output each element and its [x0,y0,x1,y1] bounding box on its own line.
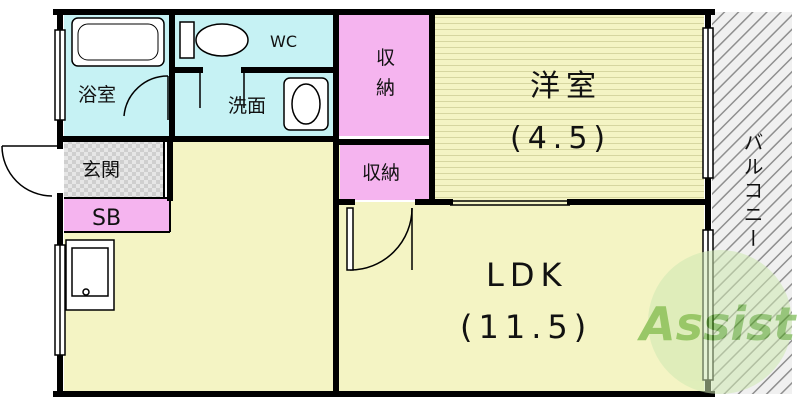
shoe-box [64,198,170,232]
shoe-box-label: SB [92,206,121,231]
entrance-label: 玄関 [82,159,120,181]
storage-top [336,12,432,136]
balcony-label: バルコニー [740,132,764,252]
bath-label: 浴室 [78,84,116,106]
bathtub-icon [71,17,165,67]
ldk-room [340,202,704,394]
assist-logo: Assist [637,250,798,394]
bedroom-name-label: 洋室 [530,69,602,104]
storage-mid [336,142,432,200]
storage-top-label-2: 納 [376,77,395,99]
ldk-size-label: (11.5) [460,308,592,346]
hall-area [170,142,340,232]
kitchen-sink-icon [65,239,115,311]
bedroom-size-label: (4.5) [510,121,611,156]
wc-label: WC [270,32,297,51]
washbasin-icon [283,77,329,131]
washroom-label: 洗面 [228,95,266,117]
storage-top-label-1: 収 [376,47,395,69]
doors [1,70,570,271]
storage-mid-label: 収納 [362,162,400,184]
svg-text:Assist: Assist [637,297,798,351]
entrance-floor [64,142,164,198]
ldk-name-label: LDK [486,256,567,294]
bedroom [432,12,704,202]
toilet-icon [179,21,249,59]
